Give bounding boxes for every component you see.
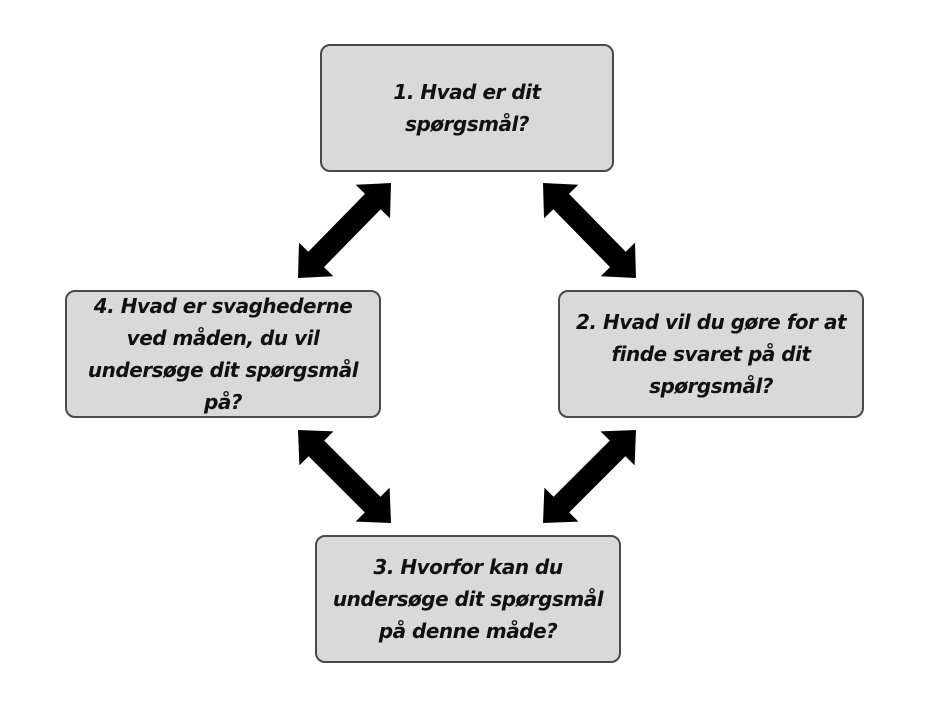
- step-2-box: 2. Hvad vil du gøre for at finde svaret …: [558, 290, 864, 418]
- double-arrow-4-3: [298, 430, 391, 523]
- step-4-label: 4. Hvad er svaghederne ved måden, du vil…: [87, 294, 359, 414]
- double-arrow-2-3: [543, 430, 636, 523]
- step-2-label: 2. Hvad vil du gøre for at finde svaret …: [575, 310, 847, 398]
- step-3-label: 3. Hvorfor kan du undersøge dit spørgsmå…: [332, 555, 604, 643]
- step-4-box: 4. Hvad er svaghederne ved måden, du vil…: [65, 290, 381, 418]
- step-1-label: 1. Hvad er dit spørgsmål?: [393, 80, 541, 136]
- double-arrow-1-2: [543, 183, 636, 278]
- double-arrow-1-4: [298, 183, 391, 278]
- step-1-box: 1. Hvad er dit spørgsmål?: [320, 44, 614, 172]
- step-3-box: 3. Hvorfor kan du undersøge dit spørgsmå…: [315, 535, 621, 663]
